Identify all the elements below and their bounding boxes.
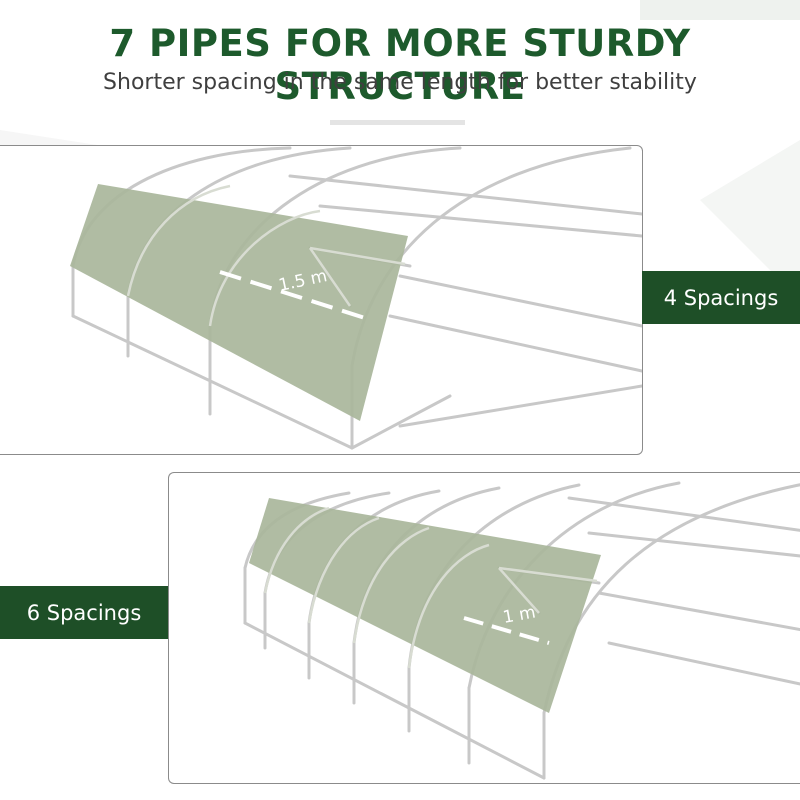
greenhouse-cover <box>70 184 408 421</box>
title-divider <box>330 120 465 125</box>
spacing-measure-line <box>463 616 550 645</box>
page-subtitle: Shorter spacing in the same length for b… <box>103 70 697 95</box>
greenhouse-4-spacings-panel: 1.5 m <box>0 145 643 455</box>
badge-4-spacings: 4 Spacings <box>642 271 800 324</box>
greenhouse-frame-illustration: 1.5 m <box>70 146 642 450</box>
greenhouse-frame-illustration: 1 m <box>243 481 800 780</box>
badge-6-spacings: 6 Spacings <box>0 586 168 639</box>
page-title: 7 PIPES FOR MORE STURDY STRUCTURE <box>109 22 691 108</box>
greenhouse-6-spacings-panel: 1 m <box>168 472 800 784</box>
spacing-measure-line <box>219 270 366 320</box>
